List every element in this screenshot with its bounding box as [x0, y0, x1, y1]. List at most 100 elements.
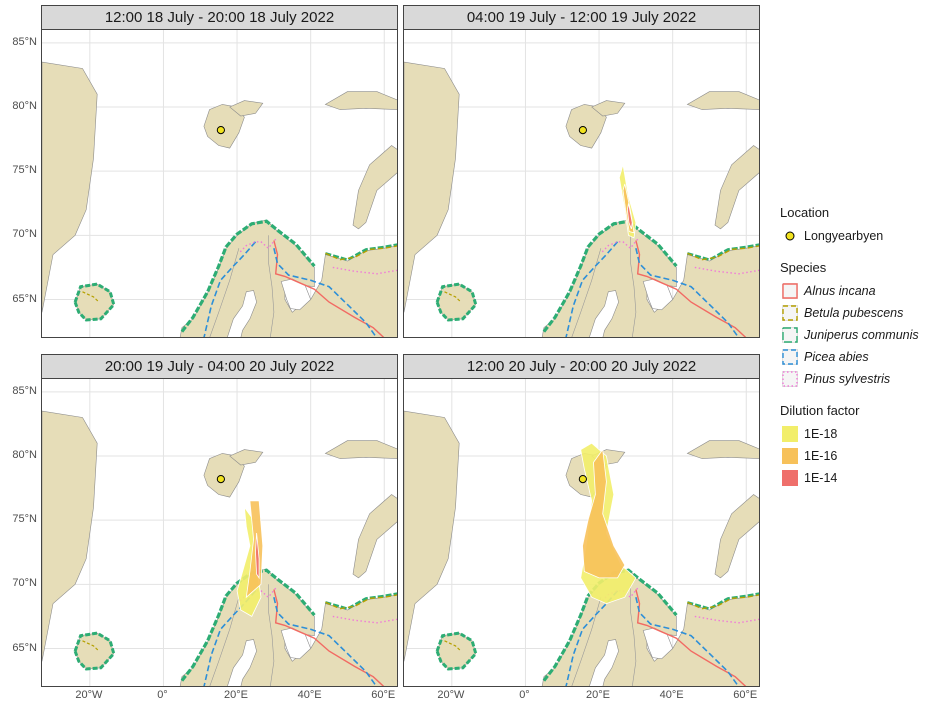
species-key-icon [782, 371, 798, 387]
map-panel-2: 04:00 19 July - 12:00 19 July 2022 [403, 5, 760, 338]
legend-species-label: Alnus incana [804, 284, 876, 298]
y-tick-label: 75°N [12, 164, 37, 177]
species-range-line [325, 594, 397, 610]
border-line [268, 584, 275, 686]
map-area [403, 30, 760, 338]
y-tick-label: 70°N [12, 577, 37, 590]
map-panel-3: 20:00 19 July - 04:00 20 July 2022 [41, 354, 398, 687]
legend-species-title: Species [780, 260, 827, 275]
species-range-line [82, 291, 100, 303]
species-range-line [635, 597, 740, 686]
x-tick-label: 40°E [659, 689, 684, 701]
species-key-icon [782, 349, 798, 365]
y-tick-label: 80°N [12, 449, 37, 461]
legend-species-label: Picea abies [804, 350, 869, 364]
species-key-line [782, 349, 798, 365]
species-key-line [782, 371, 798, 387]
map-svg [404, 379, 759, 686]
legend-dilution-label: 1E-18 [804, 427, 838, 441]
x-tick-label: 60°E [733, 689, 758, 701]
gulf-of-bothnia [227, 290, 257, 337]
gulf-of-bothnia [589, 290, 619, 337]
land-svalbard [203, 453, 245, 498]
legend-species-label: Betula pubescens [804, 306, 904, 320]
x-tick-label: 20°E [586, 689, 611, 701]
land-novaya [714, 494, 759, 579]
land-frj [324, 440, 397, 459]
legend-dilution-label: 1E-14 [804, 471, 838, 485]
land-greenland [42, 61, 98, 313]
y-tick-label: 70°N [12, 228, 37, 241]
range-juniperus-communis [325, 592, 397, 611]
land-svalbard [565, 104, 607, 149]
range-juniperus-communis [180, 219, 316, 333]
y-tick-label: 65°N [12, 292, 37, 305]
species-range-line [273, 589, 385, 686]
species-range-line [687, 594, 759, 610]
panel-title: 04:00 19 July - 12:00 19 July 2022 [403, 5, 760, 30]
y-tick-label: 85°N [12, 384, 37, 397]
location-marker [216, 126, 225, 135]
range-juniperus-communis [73, 282, 116, 322]
location-marker [578, 475, 587, 484]
land-frj [686, 440, 759, 459]
map-panel-4: 12:00 20 July - 20:00 20 July 2022 [403, 354, 760, 687]
panel-title: 20:00 19 July - 04:00 20 July 2022 [41, 354, 398, 379]
border-line [630, 235, 637, 337]
species-range-line [635, 589, 747, 686]
land-greenland [404, 410, 460, 662]
species-range-line [687, 245, 759, 261]
location-marker-icon [785, 231, 795, 241]
range-juniperus-communis [325, 243, 397, 262]
dilution-key-swatch [782, 448, 798, 464]
border-line [268, 235, 275, 337]
land-greenland [42, 410, 98, 662]
x-tick-label: 0° [157, 689, 168, 701]
plume-1E-16 [582, 448, 626, 579]
species-key-box [782, 371, 798, 387]
range-juniperus-communis [180, 568, 316, 682]
species-key-box [782, 283, 798, 299]
legend-dilution: Dilution factor 1E-18 1E-16 1E-14 [780, 403, 944, 490]
x-tick-label: 60°E [371, 689, 396, 701]
location-marker [216, 475, 225, 484]
species-range-line [444, 291, 462, 303]
species-range-line [273, 248, 378, 337]
land-svalbard [203, 104, 245, 149]
species-range-line [325, 245, 397, 261]
species-range-line [444, 640, 462, 652]
species-range-line [635, 240, 747, 337]
legend-dilution-row: 1E-14 [780, 468, 944, 490]
legend: Location Longyearbyen Species Alnus inca… [780, 205, 944, 502]
species-range-line [600, 238, 639, 254]
range-juniperus-communis [687, 592, 759, 611]
species-range-line [694, 266, 759, 275]
legend-species-row: Alnus incana [780, 281, 944, 303]
species-range-line [694, 615, 759, 624]
land-frj [686, 91, 759, 110]
legend-location-label: Longyearbyen [804, 229, 884, 243]
dilution-key-swatch [782, 470, 798, 486]
legend-dilution-label: 1E-16 [804, 449, 838, 463]
y-tick-label: 65°N [12, 641, 37, 654]
legend-species-row: Picea abies [780, 347, 944, 369]
x-tick-label: 20°E [224, 689, 249, 701]
legend-species-label: Pinus sylvestris [804, 372, 891, 386]
gulf-of-bothnia [589, 639, 619, 686]
x-tick-label: 40°E [297, 689, 322, 701]
species-range-line [203, 241, 257, 337]
legend-dilution-row: 1E-18 [780, 424, 944, 446]
range-juniperus-communis [435, 631, 478, 671]
x-tick-label: 20°W [437, 689, 465, 701]
species-key-line [782, 327, 798, 343]
range-juniperus-communis [73, 631, 116, 671]
legend-species-label: Juniperus communis [804, 328, 919, 342]
legend-location: Location Longyearbyen [780, 205, 944, 248]
species-range-line [635, 248, 740, 337]
map-area [403, 379, 760, 687]
range-juniperus-communis [435, 282, 478, 322]
species-key-icon [782, 305, 798, 321]
legend-dilution-title: Dilution factor [780, 403, 860, 418]
